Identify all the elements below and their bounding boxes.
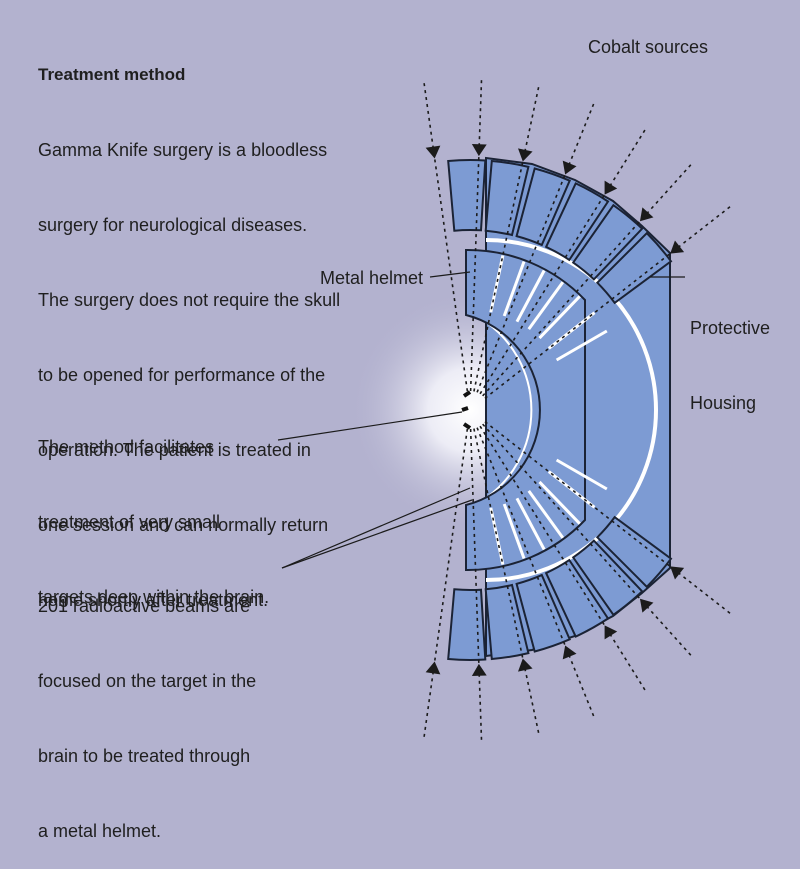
protective-housing-label: Protective Housing: [690, 266, 770, 441]
beam-arrowhead: [670, 566, 685, 580]
beam-arrowhead: [471, 663, 487, 676]
intro-line: surgery for neurological diseases.: [38, 215, 308, 235]
intro-line: operation. The patient is treated in: [38, 440, 311, 460]
cobalt-source-block: [595, 231, 673, 305]
intro-line: The surgery does not require the skull: [38, 290, 341, 310]
cobalt-source-block: [515, 167, 572, 247]
radiation-beam: [483, 206, 731, 400]
intro-line: Gamma Knife surgery is a bloodless: [38, 140, 328, 160]
metal-helmet-shell: [465, 248, 586, 572]
radiation-beam: [481, 422, 692, 656]
helmet-collimator-slot: [555, 329, 608, 362]
radiation-beam: [423, 83, 469, 393]
beam-arrowhead: [471, 144, 487, 157]
beams-note-line: focused on the target in the: [38, 671, 257, 691]
helmet-collimator-slot: [538, 295, 581, 340]
radiation-beam: [475, 103, 595, 394]
target-note-line: targets deep within the brain.: [38, 587, 270, 607]
helmet-collimator-slot: [489, 507, 505, 565]
beam-arrowhead: [562, 160, 577, 175]
cobalt-sources-label: Cobalt sources: [588, 37, 709, 57]
helmet-collimator-slot: [555, 458, 608, 491]
helmet-collimator-slot: [547, 470, 596, 509]
radiation-beam: [472, 87, 540, 393]
cobalt-source-block: [484, 583, 530, 661]
beam-arrowhead: [518, 658, 533, 672]
helmet-collimator-slot: [515, 497, 546, 551]
target-mark: [462, 422, 472, 430]
beam-arrowhead: [518, 148, 533, 162]
beam-arrowhead: [425, 661, 441, 675]
radiation-beam: [423, 427, 469, 737]
target-note: The method facilitates treatment of very…: [38, 385, 269, 635]
target-note-line: The method facilitates: [38, 437, 215, 457]
beam-arrowhead: [670, 240, 685, 254]
beams-note-line: brain to be treated through: [38, 746, 251, 766]
helmet-collimator-slot: [527, 490, 565, 539]
protective-housing-line: Protective: [690, 318, 771, 338]
target-note-line: treatment of very small: [38, 512, 221, 532]
leader-beams-b: [281, 499, 473, 569]
helmet-collimator-slot: [502, 503, 526, 559]
target-mark: [462, 390, 472, 398]
helmet-gap-arc: [485, 238, 658, 582]
beam-arrowhead: [425, 145, 441, 159]
helmet-collimator-slot: [538, 480, 581, 525]
beam-arrowhead: [604, 180, 618, 195]
metal-helmet-label: Metal helmet: [320, 268, 424, 288]
radiation-beam: [475, 426, 595, 717]
cobalt-source-block: [595, 515, 673, 589]
beam-arrowhead: [639, 207, 654, 222]
radiation-beam: [469, 427, 483, 740]
cobalt-source-block: [447, 159, 487, 232]
leader-metal-helmet: [429, 271, 471, 278]
cobalt-source-block: [571, 539, 644, 617]
intro-line: home shortly after treatment.: [38, 590, 269, 610]
radiation-beam: [483, 420, 731, 614]
cobalt-source-block: [544, 558, 610, 638]
radiation-beam: [472, 427, 540, 733]
intro-line: one session and can normally return: [38, 515, 329, 535]
leader-target: [277, 411, 463, 441]
beam-arrowhead: [562, 645, 577, 660]
radiation-beam: [469, 80, 483, 393]
intro-title: Treatment method: [38, 65, 186, 84]
gamma-knife-diagram: [277, 80, 731, 740]
beams-note: 201 radioactive beams are focused on the…: [38, 544, 256, 869]
radiation-beam: [481, 164, 692, 398]
cobalt-source-block: [571, 203, 644, 281]
helmet-collimator-slot: [547, 311, 596, 350]
beams-note-line: a metal helmet.: [38, 821, 162, 841]
intro-line: to be opened for performance of the: [38, 365, 326, 385]
helmet-collimator-slot: [527, 281, 565, 330]
beams-note-line: 201 radioactive beams are: [38, 596, 251, 616]
cobalt-source-block: [515, 573, 572, 653]
leader-beams-a: [281, 487, 471, 569]
cobalt-source-block: [484, 159, 530, 237]
helmet-collimator-slot: [502, 261, 526, 317]
radiation-beam: [478, 424, 646, 691]
helmet-collimator-slot: [489, 255, 505, 313]
target-mark: [461, 406, 469, 412]
protective-housing-line: Housing: [690, 393, 757, 413]
helmet-collimator-slot: [515, 269, 546, 323]
cobalt-source-block: [544, 182, 610, 262]
intro-paragraph: Gamma Knife surgery is a bloodless surge…: [38, 88, 340, 638]
beam-arrowhead: [604, 625, 618, 640]
radiation-beam: [478, 129, 646, 396]
beam-arrowhead: [639, 598, 654, 613]
cobalt-source-block: [447, 588, 487, 661]
